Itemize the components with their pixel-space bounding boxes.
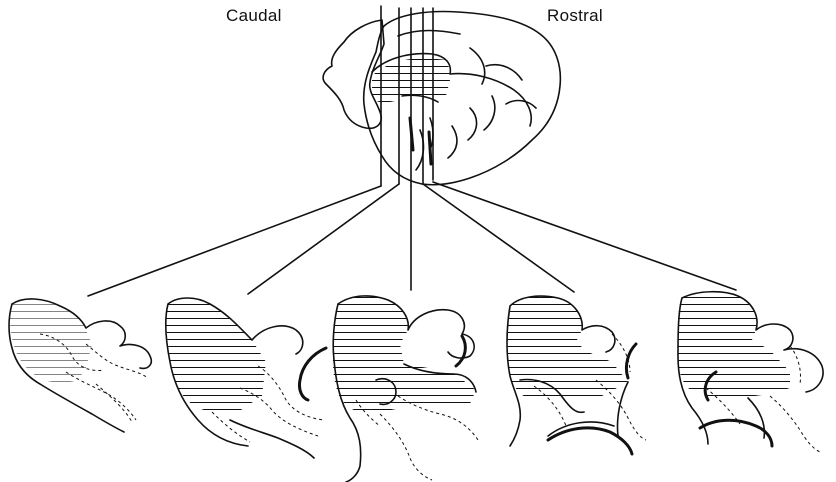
coronal-section-5: [677, 292, 823, 452]
coronal-section-1: [9, 299, 151, 432]
coronal-section-3: [333, 296, 478, 482]
sulcus-lines: [398, 31, 536, 171]
coronal-section-2: [166, 298, 326, 458]
coronal-section-4: [507, 296, 646, 454]
brain-lateral-view: [323, 6, 560, 186]
connector-lines: [88, 182, 736, 296]
cut-mark: [429, 132, 431, 164]
